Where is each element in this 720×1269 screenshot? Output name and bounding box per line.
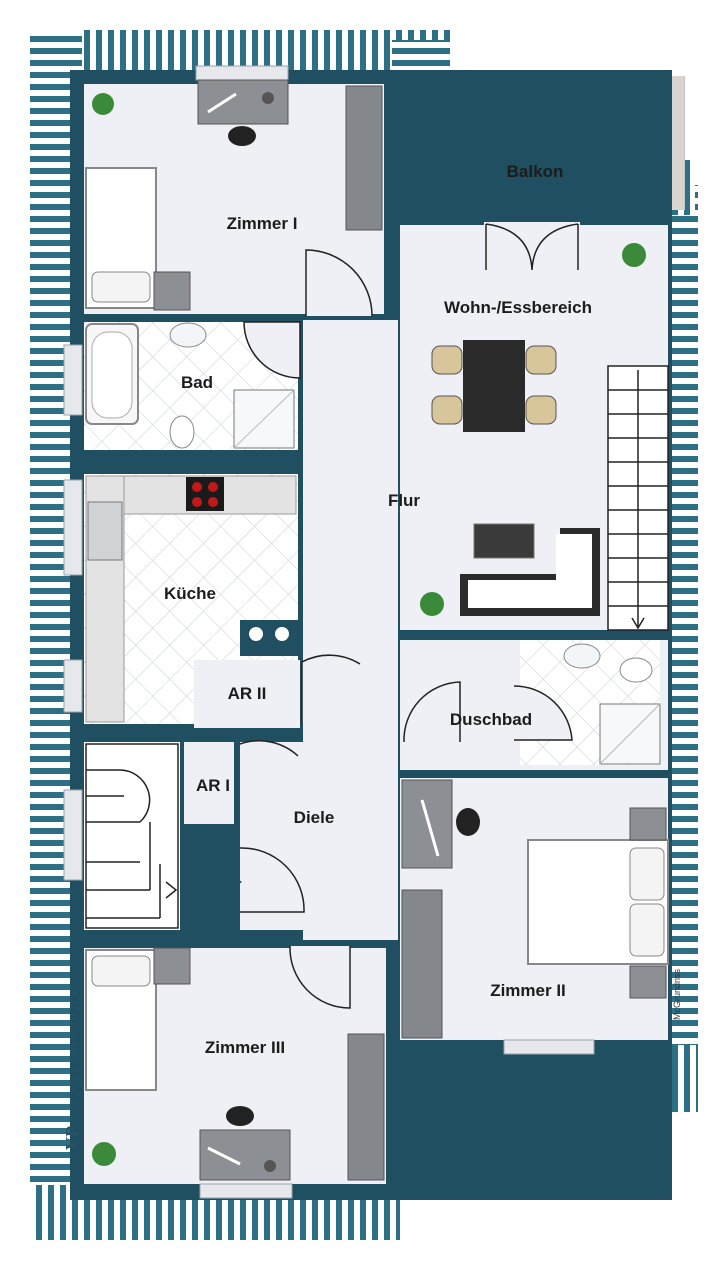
logo-name: VON POLL	[70, 1064, 81, 1122]
wardrobe-icon	[345, 85, 383, 231]
washbasin-icon	[169, 322, 207, 348]
room-label-bad: Bad	[180, 373, 214, 392]
nightstand-icon	[153, 947, 191, 985]
bed-icon	[85, 949, 157, 1091]
sofa-icon	[460, 523, 600, 616]
toilet-icon	[619, 657, 653, 683]
plant-icon	[420, 243, 646, 616]
wardrobe-icon	[401, 889, 443, 1039]
dining-table-icon	[431, 340, 557, 432]
spiral-stairs-icon	[85, 743, 179, 929]
desk-icon	[197, 79, 289, 146]
bathtub-icon	[85, 323, 139, 425]
washbasin-icon	[563, 643, 601, 669]
door-swings	[239, 249, 573, 1009]
room-label-wohn-ess: Wohn-/Essbereich	[444, 298, 592, 317]
room-label-zimmer-2: Zimmer II	[490, 981, 566, 1000]
balcony-door-icon	[484, 222, 580, 272]
room-label-zimmer-3: Zimmer III	[204, 1038, 286, 1057]
nightstand-icon	[629, 965, 667, 999]
room-label-balkon: Balkon	[506, 162, 564, 181]
kitchen-counter-icon	[85, 475, 298, 723]
room-label-flur: Flur	[387, 491, 421, 510]
desk-icon	[401, 779, 480, 869]
nightstand-icon	[629, 807, 667, 841]
room-label-ar-2: AR II	[227, 684, 267, 703]
plant-icon	[92, 1142, 116, 1166]
room-label-diele: Diele	[293, 808, 335, 827]
room-label-duschbad: Duschbad	[449, 710, 533, 729]
desk-icon	[199, 1106, 291, 1181]
bed-icon	[527, 839, 669, 965]
logo-sub: IMMOBILIEN	[70, 989, 81, 1061]
entrance-arrow-icon	[222, 868, 242, 896]
room-label-ar-1: AR I	[196, 776, 230, 795]
logo-initials: VP	[62, 1126, 82, 1150]
staircase-icon	[607, 365, 669, 631]
toilet-icon	[169, 415, 195, 449]
bed-icon	[85, 167, 157, 309]
windows	[63, 65, 595, 1199]
room-label-kueche: Küche	[164, 584, 216, 603]
room-label-zimmer-1: Zimmer I	[226, 214, 298, 233]
shower-icon	[233, 389, 295, 449]
credit-text: McGrundriss	[672, 968, 682, 1020]
plant-icon	[92, 93, 114, 115]
shower-icon	[599, 703, 661, 765]
wardrobe-icon	[347, 1033, 385, 1181]
company-logo: VP VON POLL IMMOBILIEN	[62, 990, 83, 1150]
nightstand-icon	[153, 271, 191, 311]
